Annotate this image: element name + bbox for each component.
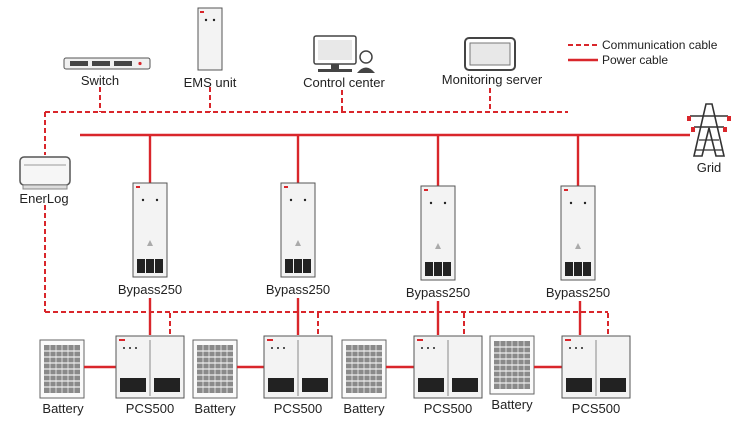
unit-2: Bypass250 Battery PCS500 bbox=[192, 182, 333, 416]
enerlog-device: EnerLog bbox=[19, 156, 71, 206]
ems-unit-label: EMS unit bbox=[184, 75, 237, 90]
battery-label: Battery bbox=[194, 401, 236, 416]
pcs-label: PCS500 bbox=[274, 401, 322, 416]
monitoring-server-label: Monitoring server bbox=[442, 72, 543, 87]
bypass-label: Bypass250 bbox=[266, 282, 330, 297]
power-bus bbox=[80, 133, 690, 186]
bypass-cabinet bbox=[280, 182, 316, 278]
unit-1: Bypass250 Battery PCS500 bbox=[39, 182, 185, 416]
bypass-cabinet bbox=[132, 182, 168, 278]
battery-rack bbox=[192, 339, 238, 399]
pcs-cabinet bbox=[413, 335, 483, 399]
bypass-label: Bypass250 bbox=[406, 285, 470, 300]
pcs-label: PCS500 bbox=[424, 401, 472, 416]
pcs-cabinet bbox=[561, 335, 631, 399]
battery-rack bbox=[39, 339, 85, 399]
communication-network bbox=[44, 87, 608, 313]
unit-3: Bypass250 Battery PCS500 bbox=[341, 185, 483, 416]
pcs-cabinet bbox=[115, 335, 185, 399]
bypass-label: Bypass250 bbox=[546, 285, 610, 300]
battery-label: Battery bbox=[343, 401, 385, 416]
legend-power-label: Power cable bbox=[602, 53, 668, 67]
pcs-cabinet bbox=[263, 335, 333, 399]
bypass-cabinet bbox=[420, 185, 456, 281]
bypass-label: Bypass250 bbox=[118, 282, 182, 297]
pcs-label: PCS500 bbox=[572, 401, 620, 416]
switch-device: Switch bbox=[63, 57, 151, 88]
bypass-cabinet bbox=[560, 185, 596, 281]
grid-label: Grid bbox=[697, 160, 722, 175]
enerlog-label: EnerLog bbox=[19, 191, 68, 206]
battery-rack bbox=[489, 335, 535, 395]
battery-label: Battery bbox=[42, 401, 84, 416]
monitoring-server-device: Monitoring server bbox=[442, 37, 543, 87]
battery-label: Battery bbox=[491, 397, 533, 412]
control-center-label: Control center bbox=[303, 75, 385, 90]
grid-tower-icon: Grid bbox=[687, 103, 731, 175]
ems-unit-device: EMS unit bbox=[184, 7, 237, 90]
legend-communication-label: Communication cable bbox=[602, 38, 718, 52]
battery-rack bbox=[341, 339, 387, 399]
pcs-label: PCS500 bbox=[126, 401, 174, 416]
legend: Communication cable Power cable bbox=[568, 38, 718, 67]
unit-4: Bypass250 Battery PCS500 bbox=[489, 185, 631, 416]
control-center-device: Control center bbox=[303, 35, 385, 90]
switch-label: Switch bbox=[81, 73, 119, 88]
